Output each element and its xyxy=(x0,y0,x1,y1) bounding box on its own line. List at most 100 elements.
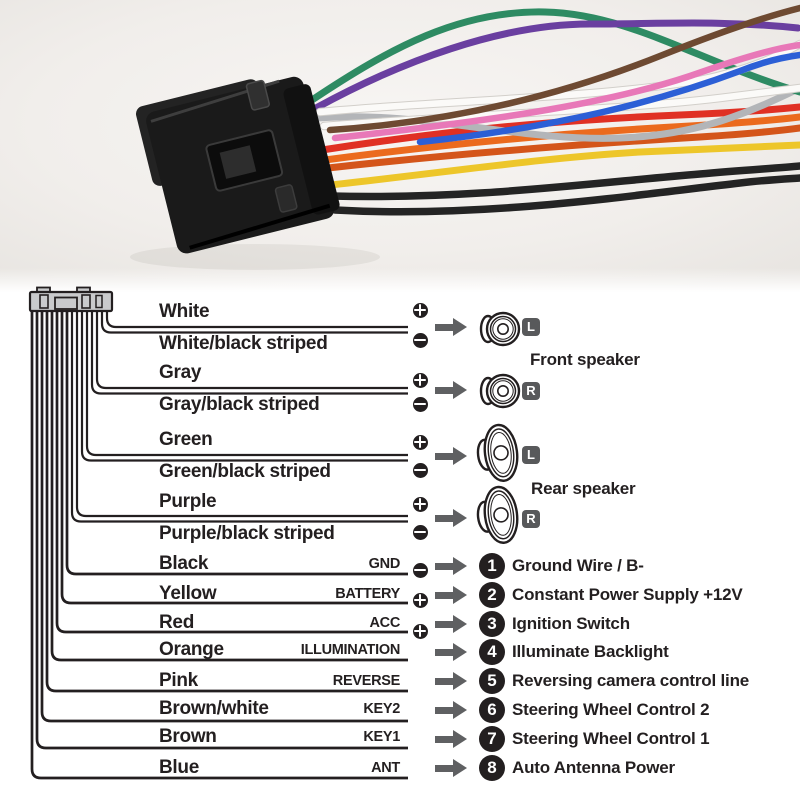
diagram-wire-white xyxy=(105,306,408,329)
arrow-icon xyxy=(435,672,467,690)
speaker-channel-badge: R xyxy=(522,510,540,528)
wire-label: Green xyxy=(159,429,213,450)
rear-speaker-caption: Rear speaker xyxy=(531,479,636,498)
photo-wire-pink xyxy=(331,41,800,142)
minus-icon xyxy=(412,396,428,412)
arrow-icon xyxy=(435,586,467,604)
photo-wire-black-1 xyxy=(326,162,800,201)
front-speaker-left-icon xyxy=(479,311,521,347)
diagram-wire-white-black xyxy=(100,306,408,334)
diagram-wire-green xyxy=(85,306,408,457)
photo-wire-green xyxy=(308,8,800,104)
arrow-icon xyxy=(435,701,467,719)
photo-wire-orange xyxy=(321,113,800,164)
photo-connector xyxy=(135,76,340,254)
wire-label: Blue xyxy=(159,757,199,778)
plus-icon xyxy=(412,592,428,608)
speaker-channel-badge: R xyxy=(522,382,540,400)
terminal-label: ANT xyxy=(371,760,400,776)
terminal-label: REVERSE xyxy=(332,673,401,689)
rear-speaker-left-icon xyxy=(476,423,519,482)
arrow-icon xyxy=(435,557,467,575)
wire-label: Purple/black striped xyxy=(159,523,335,544)
diagram-wire-orange xyxy=(50,306,408,662)
diagram-wire-red xyxy=(55,306,408,634)
harness-photo xyxy=(0,0,800,292)
arrow-icon xyxy=(435,615,467,633)
front-speaker-right-icon xyxy=(479,373,521,409)
front-speaker-caption: Front speaker xyxy=(530,350,640,369)
step-number-badge: 4 xyxy=(479,639,505,665)
function-description: Reversing camera control line xyxy=(512,671,750,690)
photo-wire-dark-orange xyxy=(324,124,800,172)
arrow-icon xyxy=(435,643,467,661)
wire-label: White/black striped xyxy=(159,333,328,354)
diagram-wire-black xyxy=(65,306,408,576)
wire-label: Gray/black striped xyxy=(159,394,320,415)
wire-label: Brown xyxy=(159,726,217,747)
arrow-icon xyxy=(435,381,467,399)
diagram-wire-purple-black xyxy=(70,306,408,523)
plus-icon xyxy=(412,434,428,450)
diagram-wire-brown xyxy=(35,306,408,750)
connector-shadow xyxy=(130,244,380,270)
terminal-label: KEY1 xyxy=(363,729,400,745)
function-description: Illuminate Backlight xyxy=(512,642,669,661)
wire-label: Orange xyxy=(159,639,224,660)
function-description: Ignition Switch xyxy=(512,614,630,633)
terminal-label: KEY2 xyxy=(363,701,400,717)
diagram-wire-gray xyxy=(95,306,408,390)
photo-wire-purple xyxy=(312,19,800,112)
wire-label: Black xyxy=(159,553,209,574)
step-number-badge: 8 xyxy=(479,755,505,781)
diagram-wire-brown-white xyxy=(40,306,408,723)
minus-icon xyxy=(412,562,428,578)
plus-icon xyxy=(412,372,428,388)
diagram-wire-pink xyxy=(45,306,408,693)
step-number-badge: 7 xyxy=(479,726,505,752)
wire-label: Purple xyxy=(159,491,217,512)
arrow-icon xyxy=(435,759,467,777)
terminal-label: GND xyxy=(368,556,401,572)
wire-label: Pink xyxy=(159,670,198,691)
wire-label: White xyxy=(159,301,210,322)
step-number-badge: 6 xyxy=(479,697,505,723)
arrow-icon xyxy=(435,509,467,527)
photo-wire-brown xyxy=(326,4,800,134)
minus-icon xyxy=(412,332,428,348)
function-description: Constant Power Supply +12V xyxy=(512,585,743,604)
photo-fade xyxy=(0,268,800,292)
arrow-icon xyxy=(435,318,467,336)
arrow-icon xyxy=(435,447,467,465)
step-number-badge: 3 xyxy=(479,611,505,637)
diagram-wire-yellow xyxy=(60,306,408,605)
diagram-wire-green-black xyxy=(80,306,408,462)
photo-wire-blue xyxy=(416,51,800,146)
wiring-schematic xyxy=(28,286,521,780)
speaker-channel-badge: L xyxy=(522,318,540,336)
plus-icon xyxy=(412,302,428,318)
diagram-wire-purple xyxy=(75,306,408,518)
minus-icon xyxy=(412,462,428,478)
step-number-badge: 2 xyxy=(479,582,505,608)
wire-label: Yellow xyxy=(159,583,217,604)
photo-wire-yellow xyxy=(326,141,800,189)
rear-speaker-right-icon xyxy=(476,485,519,544)
wire-label: Brown/white xyxy=(159,698,269,719)
wire-label: Red xyxy=(159,612,194,633)
function-description: Ground Wire / B- xyxy=(512,556,644,575)
plus-icon xyxy=(412,496,428,512)
diagram-connector xyxy=(28,286,114,313)
photo-wire-black-2 xyxy=(331,174,800,216)
terminal-label: ACC xyxy=(369,615,400,631)
terminal-label: BATTERY xyxy=(335,586,400,602)
function-description: Auto Antenna Power xyxy=(512,758,675,777)
plus-icon xyxy=(412,623,428,639)
minus-icon xyxy=(412,524,428,540)
diagram-wire-gray-black xyxy=(90,306,408,395)
arrow-icon xyxy=(435,730,467,748)
terminal-label: ILLUMINATION xyxy=(300,642,401,658)
wire-label: Gray xyxy=(159,362,202,383)
